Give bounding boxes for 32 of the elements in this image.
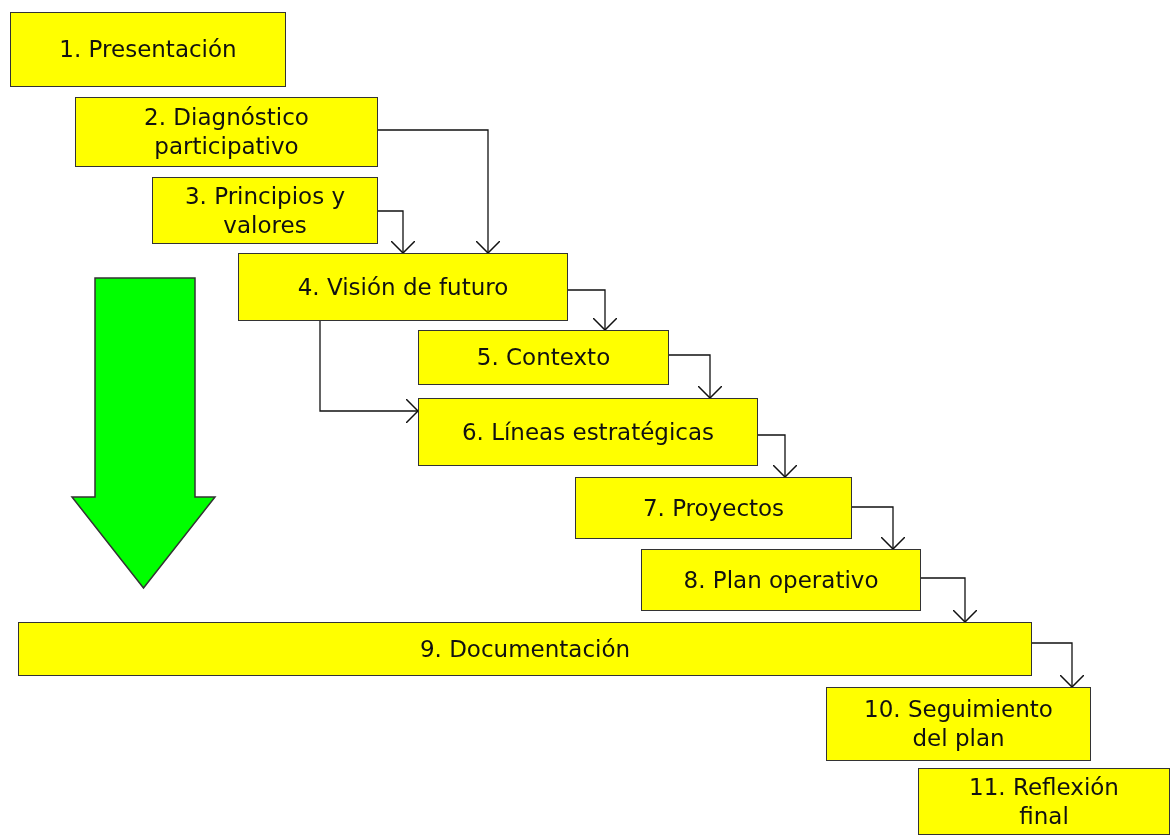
step-box xyxy=(826,687,1091,761)
step-box xyxy=(918,768,1170,835)
step-label: 10. Seguimiento del plan xyxy=(863,695,1054,753)
arrow xyxy=(757,434,798,478)
block-arrow xyxy=(70,277,217,590)
arrow xyxy=(377,129,501,254)
arrow xyxy=(1031,642,1085,688)
step-label: 11. Reflexión final xyxy=(968,772,1120,831)
step-label: 8. Plan operativo xyxy=(683,565,879,595)
step-box xyxy=(575,477,852,539)
step-box xyxy=(238,253,568,321)
arrow xyxy=(319,320,419,424)
step-label: 9. Documentación xyxy=(419,634,631,664)
step-label: 5. Contexto xyxy=(476,343,611,372)
step-label: 6. Líneas estratégicas xyxy=(461,417,715,447)
step-label: 2. Diagnóstico participativo xyxy=(143,103,310,161)
arrow xyxy=(377,210,416,254)
arrow xyxy=(668,354,723,399)
arrow xyxy=(920,577,978,623)
step-label: 1. Presentación xyxy=(59,35,237,64)
step-label: 7. Proyectos xyxy=(642,493,785,523)
step-label: 4. Visión de futuro xyxy=(297,272,509,302)
step-box xyxy=(18,622,1032,676)
arrow xyxy=(567,289,618,331)
step-box xyxy=(10,12,286,87)
step-box xyxy=(418,330,669,385)
step-box xyxy=(152,177,378,244)
step-label: 3. Principios y valores xyxy=(183,181,347,240)
step-box xyxy=(641,549,921,611)
step-box xyxy=(418,398,758,466)
arrow xyxy=(851,506,906,550)
step-box xyxy=(75,97,378,167)
